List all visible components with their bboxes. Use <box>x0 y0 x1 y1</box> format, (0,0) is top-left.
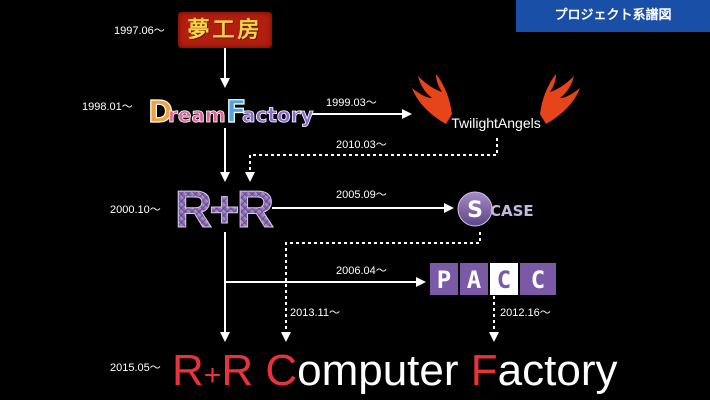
arrow-scase-to-final <box>281 232 481 342</box>
twilight-angels-text: TwilightAngels <box>451 115 541 131</box>
pacc-letter-p: P <box>437 266 451 294</box>
date-twilight-merge: 2010.03～ <box>336 139 387 151</box>
scase-logo: S CASE <box>457 191 534 227</box>
date-dream: 1998.01～ <box>82 101 133 113</box>
final-space-1 <box>253 346 265 395</box>
final-f: F <box>471 346 498 395</box>
title-badge: プロジェクト系譜図 <box>516 0 710 32</box>
date-rr: 2000.10～ <box>110 204 161 216</box>
dream-actory-text: actory <box>242 103 314 127</box>
scase-circle-icon <box>457 191 493 227</box>
scase-s-glyph: S <box>467 198 483 223</box>
final-space-2 <box>459 346 471 395</box>
date-twilight: 1999.03～ <box>326 97 377 109</box>
final-omputer: omputer <box>297 346 458 395</box>
pacc-letter-c1: C <box>497 266 511 294</box>
rr-logo: R+R <box>175 181 274 239</box>
final-c: C <box>265 346 297 395</box>
date-pacc-merge: 2012.16～ <box>500 307 551 319</box>
mugen-kobo-logo: 夢工房 <box>178 12 272 48</box>
rr-computer-factory-logo: R+R Computer Factory <box>172 346 617 395</box>
date-mugen: 1997.06～ <box>114 25 165 37</box>
arrow-twilight-to-rr <box>245 138 498 182</box>
dream-ream-text: ream <box>168 103 226 127</box>
final-r1: R <box>172 346 204 395</box>
date-pacc: 2006.04～ <box>336 265 387 277</box>
final-plus: + <box>204 359 222 392</box>
left-wing-icon <box>412 74 452 124</box>
final-actory: actory <box>498 346 618 395</box>
dream-f-glyph: F <box>226 95 247 130</box>
date-scase: 2005.09～ <box>336 189 387 201</box>
date-final: 2015.05～ <box>110 362 161 374</box>
pacc-letter-a: A <box>467 266 482 294</box>
scase-case-text: CASE <box>490 202 534 220</box>
pacc-logo: P A C C <box>430 263 556 295</box>
date-scase-merge: 2013.11～ <box>290 307 340 319</box>
pacc-letter-c2: C <box>531 266 545 294</box>
right-wing-icon <box>540 74 580 124</box>
twilight-angels-logo: TwilightAngels <box>412 74 580 131</box>
final-r2: R <box>221 346 253 395</box>
dream-d-glyph: D <box>148 95 173 130</box>
dream-factory-logo: D ream F actory <box>147 94 314 130</box>
